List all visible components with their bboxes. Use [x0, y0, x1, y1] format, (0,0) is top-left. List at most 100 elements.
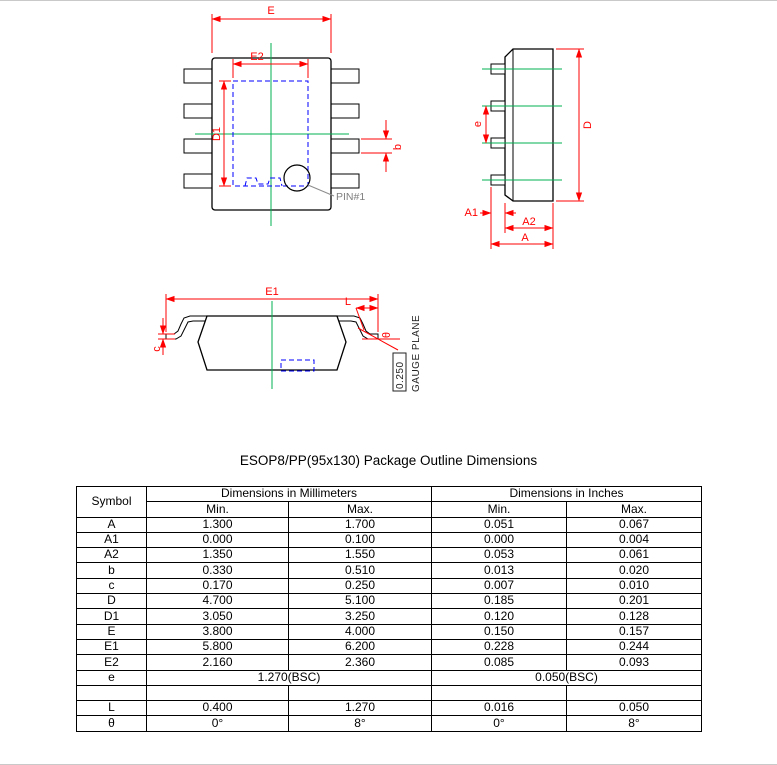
cell-mm-min: 0.330 — [146, 562, 289, 579]
cell-mm-min — [146, 684, 289, 702]
cell-mm-min: 0.000 — [146, 531, 289, 549]
table-row-empty — [76, 684, 702, 702]
dim-label-e: e — [472, 121, 484, 127]
cell-mm-bsc: 1.270(BSC) — [146, 669, 432, 686]
cell-in-max: 0.050 — [566, 700, 702, 717]
dim-label-E2: E2 — [250, 51, 263, 63]
cell-in-max — [566, 684, 702, 702]
dimension-D1: D1 — [211, 80, 231, 187]
dim-label-E: E — [267, 5, 274, 17]
cell-in-max: 0.020 — [566, 562, 702, 579]
cell-mm-max: 3.250 — [288, 608, 432, 625]
pin1-leader-line — [307, 184, 335, 197]
dimension-A-group: A1 A2 A — [465, 187, 554, 249]
table-row: c 0.170 0.250 0.007 0.010 — [76, 577, 702, 595]
cell-mm-min: 0° — [146, 715, 289, 732]
cell-mm-max: 1.550 — [288, 547, 432, 564]
table-row: A2 1.350 1.550 0.053 0.061 — [76, 547, 702, 564]
cell-in-max: 0.244 — [566, 638, 702, 656]
cell-in-max: 0.067 — [566, 516, 702, 533]
header-symbol: Symbol — [76, 486, 147, 518]
cell-mm-min: 0.170 — [146, 577, 289, 595]
front-exposed-pad-hint — [280, 359, 315, 372]
gauge-value-label: 0.250 — [395, 361, 406, 389]
cell-symbol: L — [76, 700, 147, 717]
cell-mm-min: 4.700 — [146, 593, 289, 610]
cell-mm-max: 5.100 — [288, 593, 432, 610]
cell-in-min: 0.085 — [431, 654, 567, 671]
table-header-row-minmax: Min. Max. Min. Max. — [77, 501, 702, 518]
dimension-e-pitch: e — [472, 105, 490, 144]
dim-label-E1: E1 — [265, 286, 278, 298]
cell-mm-min: 3.050 — [146, 608, 289, 625]
side-view-leads — [490, 63, 506, 186]
cell-in-min: 0.000 — [431, 531, 567, 549]
cell-in-min: 0.051 — [431, 516, 567, 533]
dimension-b: b — [361, 120, 404, 172]
cell-mm-min: 0.400 — [146, 700, 289, 717]
header-inches: Dimensions in Inches — [431, 485, 702, 503]
cell-in-min: 0.228 — [431, 638, 567, 656]
cell-mm-max: 8° — [288, 715, 432, 732]
cell-in-min: 0.120 — [431, 608, 567, 625]
cell-symbol — [76, 684, 147, 702]
dim-label-theta: θ — [381, 332, 393, 338]
cell-mm-min: 1.350 — [146, 547, 289, 564]
cell-in-min — [431, 684, 567, 702]
table-row: D1 3.050 3.250 0.120 0.128 — [76, 608, 702, 625]
pin1-label: PIN#1 — [336, 191, 365, 203]
gauge-value-box — [392, 352, 407, 392]
cell-mm-max: 0.250 — [288, 577, 432, 595]
header-mm-min: Min. — [146, 501, 289, 518]
cell-in-min: 0° — [431, 715, 567, 732]
cell-mm-min: 1.300 — [146, 516, 289, 533]
cell-in-min: 0.007 — [431, 577, 567, 595]
cell-mm-max: 0.100 — [288, 531, 432, 549]
cell-in-max: 0.004 — [566, 531, 702, 549]
dim-label-D1: D1 — [211, 127, 223, 141]
cell-in-max: 0.157 — [566, 623, 702, 640]
dim-label-L: L — [345, 296, 351, 308]
cell-symbol: θ — [76, 715, 147, 732]
table-row: E1 5.800 6.200 0.228 0.244 — [76, 638, 702, 656]
table-row: θ 0° 8° 0° 8° — [76, 715, 702, 732]
front-view-drawing: E1 L c θ 0.250 G — [151, 286, 422, 392]
page-title: ESOP8/PP(95x130) Package Outline Dimensi… — [239, 453, 538, 468]
cell-mm-max: 6.200 — [288, 638, 432, 656]
dimension-E: E — [211, 5, 332, 53]
cell-mm-min: 5.800 — [146, 638, 289, 656]
table-row: b 0.330 0.510 0.013 0.020 — [76, 562, 702, 579]
side-view-centerlines — [482, 68, 562, 181]
cell-in-max: 0.128 — [566, 608, 702, 625]
header-mm-max: Max. — [288, 501, 432, 518]
table-row: E 3.800 4.000 0.150 0.157 — [76, 623, 702, 640]
side-view-drawing: e D A1 A2 A — [465, 48, 594, 249]
table-header-row-groups: Symbol Dimensions in Millimeters Dimensi… — [76, 485, 702, 518]
cell-symbol: E — [76, 623, 147, 640]
cell-mm-min: 2.160 — [146, 654, 289, 671]
gauge-plane-label: GAUGE PLANE — [411, 315, 422, 392]
dimension-c: c — [151, 318, 175, 355]
cell-in-max: 0.010 — [566, 577, 702, 595]
cell-symbol: A1 — [76, 531, 147, 549]
package-outline-drawings: PIN#1 E E2 D1 — [151, 5, 594, 392]
header-millimeters: Dimensions in Millimeters — [146, 485, 432, 503]
cell-mm-max: 2.360 — [288, 654, 432, 671]
cell-symbol: E1 — [76, 638, 147, 656]
top-view-drawing: PIN#1 E E2 D1 — [183, 5, 404, 226]
cell-in-max: 8° — [566, 715, 702, 732]
dim-label-b: b — [392, 144, 404, 150]
dim-label-A: A — [521, 232, 529, 244]
cell-symbol: E2 — [76, 654, 147, 671]
cell-in-bsc: 0.050(BSC) — [431, 669, 702, 686]
cell-symbol: A2 — [76, 547, 147, 564]
dimensions-table: Symbol Dimensions in Millimeters Dimensi… — [76, 485, 702, 732]
pin1-indicator-circle — [283, 164, 311, 192]
dim-label-c: c — [151, 346, 163, 352]
cell-mm-max: 1.270 — [288, 700, 432, 717]
dimension-L: L — [345, 296, 379, 331]
cell-mm-max: 4.000 — [288, 623, 432, 640]
table-row: D 4.700 5.100 0.185 0.201 — [76, 593, 702, 610]
cell-in-max: 0.061 — [566, 547, 702, 564]
header-in-min: Min. — [431, 501, 567, 518]
